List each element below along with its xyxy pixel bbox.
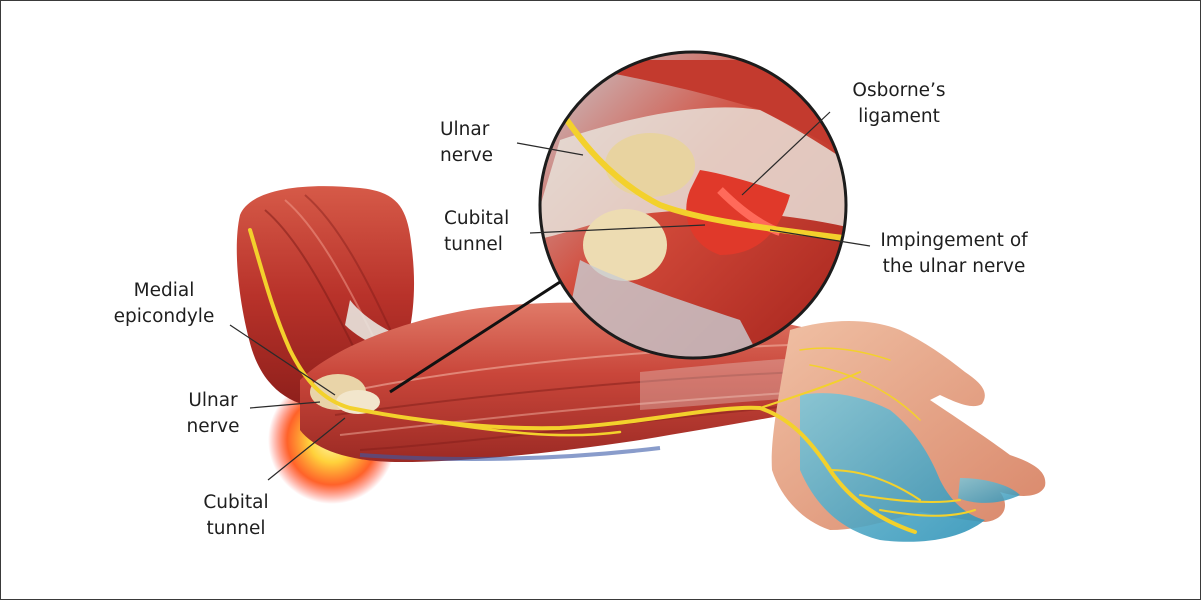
label-cubital-tunnel: Cubital tunnel [192,490,280,542]
label-medial-epicondyle: Medial epicondyle [104,278,224,330]
label-impingement: Impingement of the ulnar nerve [866,228,1042,280]
hand [772,321,1046,542]
label-inset-ulnar-nerve: Ulnar nerve [440,117,493,169]
label-osbornes-ligament: Osborne’s ligament [840,78,958,130]
label-ulnar-nerve: Ulnar nerve [178,388,248,440]
label-inset-cubital-tunnel: Cubital tunnel [444,206,509,258]
